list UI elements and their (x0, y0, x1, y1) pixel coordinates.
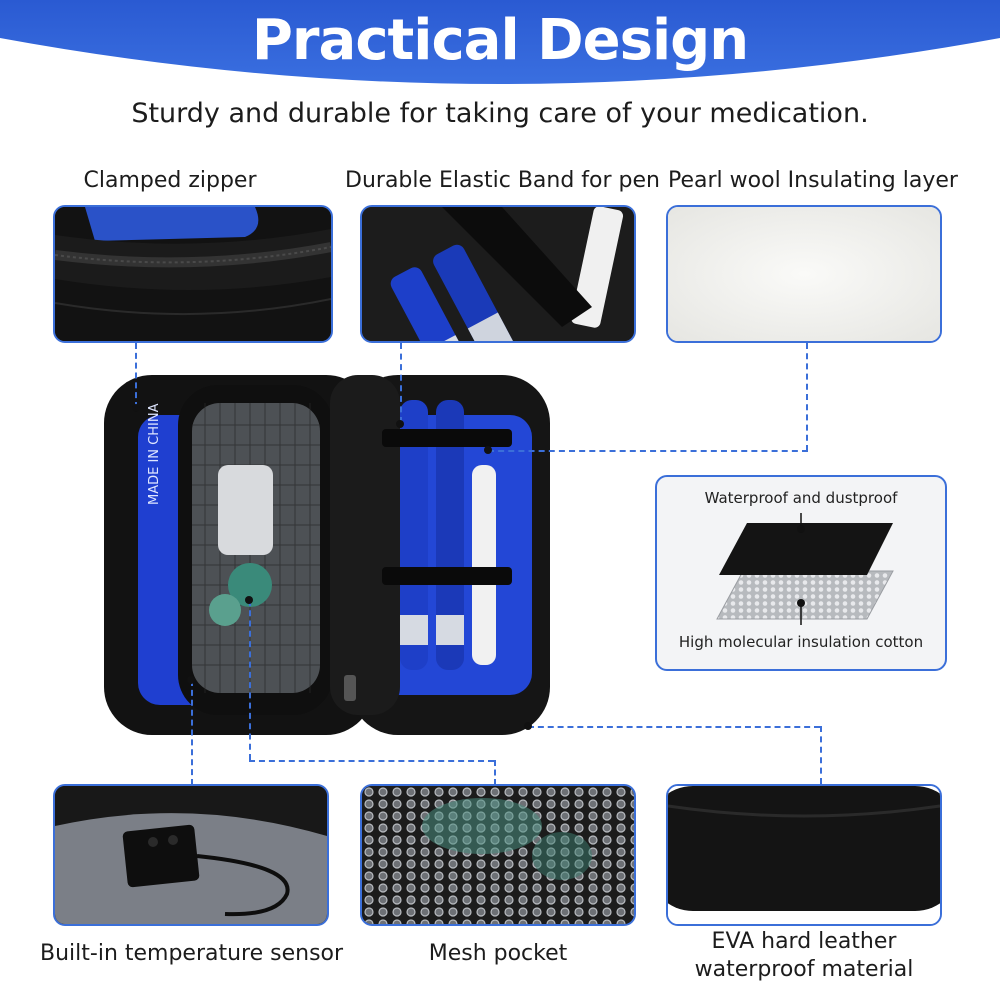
header-band (0, 0, 1000, 84)
ice-pack-label: MADE IN CHINA (147, 403, 162, 505)
connector-pearl-h (488, 450, 808, 452)
page-subtitle: Sturdy and durable for taking care of yo… (131, 98, 869, 129)
connector-pearl-v (806, 343, 808, 451)
pearl-wool-photo (666, 205, 942, 343)
connector-zipper-dot (132, 404, 140, 412)
connector-elastic (400, 343, 402, 423)
connector-mesh-h (249, 760, 494, 762)
connector-sensor (191, 680, 193, 785)
layer-top-pointer-dot (797, 525, 805, 533)
mesh-pocket-photo (360, 784, 636, 926)
layer-top-label: Waterproof and dustproof (704, 489, 898, 507)
zipper-photo (53, 205, 333, 343)
connector-eva-h (528, 726, 820, 728)
label-mesh-pocket: Mesh pocket (428, 941, 568, 966)
connector-zipper (135, 343, 137, 408)
layer-bottom-label: High molecular insulation cotton (678, 633, 924, 651)
elastic-band-photo (360, 205, 636, 343)
page-title: Practical Design (251, 8, 749, 73)
connector-eva-v (820, 726, 822, 784)
connector-sensor-dot (187, 676, 195, 684)
label-pearl-wool: Pearl wool Insulating layer (668, 168, 958, 193)
insulin-case-product: MADE IN CHINA (104, 375, 550, 735)
label-eva-line1: EVA hard leather (711, 929, 897, 954)
connector-pearl-dot (484, 446, 492, 454)
connector-mesh-dot (245, 596, 253, 604)
layer-diagram: Waterproof and dustproof High molecular … (655, 475, 947, 671)
eva-leather-photo (666, 784, 942, 926)
connector-eva-dot (524, 722, 532, 730)
layer-stack-graphic (716, 513, 894, 625)
connector-mesh-v1 (249, 600, 251, 760)
temp-sensor-photo (53, 784, 329, 926)
layer-bottom-pointer-dot (797, 599, 805, 607)
connector-mesh-v2 (494, 760, 496, 785)
label-temp-sensor: Built-in temperature sensor (40, 941, 344, 966)
label-clamped-zipper: Clamped zipper (83, 168, 257, 193)
label-elastic-band: Durable Elastic Band for pen (345, 168, 660, 193)
connector-elastic-dot (396, 420, 404, 428)
label-eva-line2: waterproof material (694, 957, 914, 982)
